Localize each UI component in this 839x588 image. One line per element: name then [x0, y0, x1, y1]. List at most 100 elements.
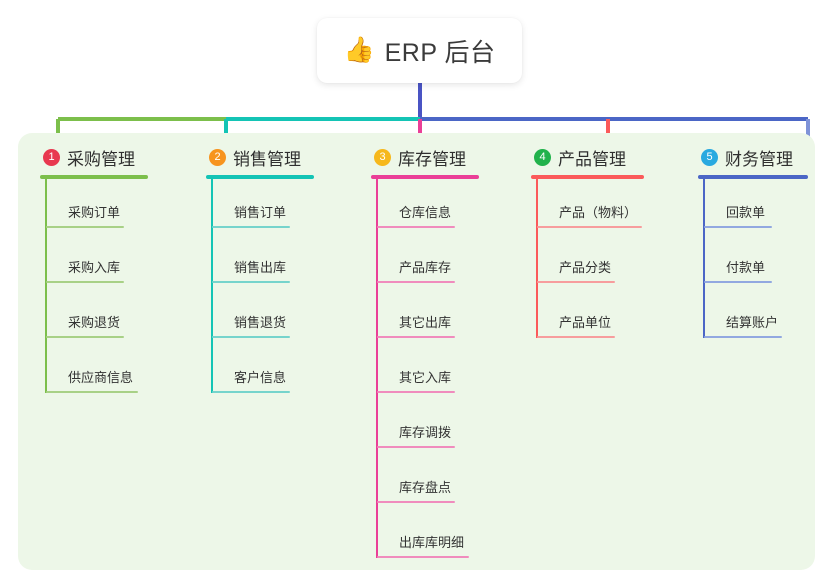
leaf-item-rule [537, 226, 642, 228]
branch-items-5: 回款单付款单结算账户 [698, 179, 808, 344]
leaf-item-label: 供应商信息 [68, 370, 134, 385]
leaf-item[interactable]: 采购退货 [40, 289, 148, 344]
branch-header-2[interactable]: 2 销售管理 [206, 145, 314, 169]
leaf-item[interactable]: 销售退货 [206, 289, 314, 344]
leaf-item[interactable]: 采购入库 [40, 234, 148, 289]
leaf-item[interactable]: 付款单 [698, 234, 808, 289]
leaf-item[interactable]: 供应商信息 [40, 344, 148, 399]
branch-header-3[interactable]: 3 库存管理 [371, 145, 479, 169]
branch-column-2: 2 销售管理销售订单销售出库销售退货客户信息 [206, 145, 314, 399]
leaf-item-rule [212, 391, 290, 393]
root-node[interactable]: 👍 ERP 后台 [317, 18, 522, 83]
leaf-item-rule [212, 281, 290, 283]
leaf-item-label: 销售退货 [234, 315, 287, 330]
leaf-item[interactable]: 产品库存 [371, 234, 479, 289]
leaf-item-label: 采购订单 [68, 205, 121, 220]
branch-badge-4: 4 [534, 148, 551, 166]
leaf-item[interactable]: 销售订单 [206, 179, 314, 234]
branch-rule-4 [531, 175, 644, 179]
branch-items-2: 销售订单销售出库销售退货客户信息 [206, 179, 314, 399]
leaf-item-rule [377, 446, 455, 448]
leaf-item[interactable]: 出库库明细 [371, 509, 479, 564]
leaf-item[interactable]: 产品单位 [531, 289, 644, 344]
leaf-item-label: 其它出库 [399, 315, 452, 330]
branch-header-4[interactable]: 4 产品管理 [531, 145, 644, 169]
leaf-item-rule [377, 501, 455, 503]
leaf-item-rule [704, 336, 782, 338]
leaf-item-label: 付款单 [726, 260, 766, 275]
leaf-item[interactable]: 产品分类 [531, 234, 644, 289]
leaf-item[interactable]: 回款单 [698, 179, 808, 234]
branch-title-3: 库存管理 [398, 149, 466, 169]
branch-badge-1: 1 [43, 148, 60, 166]
branch-column-1: 1 采购管理采购订单采购入库采购退货供应商信息 [40, 145, 148, 399]
branch-spine-1 [45, 179, 47, 393]
leaf-item-rule [704, 281, 772, 283]
branch-badge-5: 5 [701, 148, 718, 166]
leaf-item-rule [377, 281, 455, 283]
leaf-item-rule [704, 226, 772, 228]
branch-badge-3: 3 [374, 148, 391, 166]
leaf-item-rule [212, 336, 290, 338]
leaf-item-rule [46, 281, 124, 283]
leaf-item-rule [212, 226, 290, 228]
leaf-item-label: 仓库信息 [399, 205, 452, 220]
leaf-item-label: 库存调拨 [399, 425, 452, 440]
leaf-item-label: 采购入库 [68, 260, 121, 275]
branch-badge-2: 2 [209, 148, 226, 166]
leaf-item-rule [537, 336, 615, 338]
leaf-item-label: 客户信息 [234, 370, 287, 385]
leaf-item-rule [537, 281, 615, 283]
branch-rule-5 [698, 175, 808, 179]
leaf-item-rule [46, 391, 138, 393]
leaf-item-label: 产品单位 [559, 315, 612, 330]
branch-title-5: 财务管理 [725, 149, 793, 169]
leaf-item[interactable]: 库存调拨 [371, 399, 479, 454]
leaf-item[interactable]: 客户信息 [206, 344, 314, 399]
leaf-item-rule [46, 336, 124, 338]
branch-column-4: 4 产品管理产品（物料） 产品分类产品单位 [531, 145, 644, 344]
branch-items-3: 仓库信息产品库存其它出库其它入库库存调拨库存盘点出库库明细 [371, 179, 479, 564]
leaf-item-label: 回款单 [726, 205, 766, 220]
leaf-item[interactable]: 产品（物料） [531, 179, 644, 234]
leaf-item-label: 出库库明细 [399, 535, 465, 550]
branch-spine-5 [703, 179, 705, 338]
diagram-background-panel [18, 133, 815, 570]
branch-column-3: 3 库存管理仓库信息产品库存其它出库其它入库库存调拨库存盘点出库库明细 [371, 145, 479, 564]
leaf-item[interactable]: 其它入库 [371, 344, 479, 399]
leaf-item-label: 产品库存 [399, 260, 452, 275]
branch-items-4: 产品（物料） 产品分类产品单位 [531, 179, 644, 344]
branch-spine-3 [376, 179, 378, 558]
leaf-item-label: 销售订单 [234, 205, 287, 220]
branch-column-5: 5 财务管理回款单付款单结算账户 [698, 145, 808, 344]
root-node-label: ERP 后台 [384, 38, 496, 67]
leaf-item-rule [377, 391, 455, 393]
branch-header-5[interactable]: 5 财务管理 [698, 145, 808, 169]
branch-title-2: 销售管理 [233, 149, 301, 169]
leaf-item[interactable]: 结算账户 [698, 289, 808, 344]
thumbs-up-icon: 👍 [343, 36, 375, 64]
leaf-item-rule [377, 556, 469, 558]
leaf-item-label: 结算账户 [726, 315, 779, 330]
leaf-item[interactable]: 库存盘点 [371, 454, 479, 509]
branch-header-1[interactable]: 1 采购管理 [40, 145, 148, 169]
leaf-item-label: 其它入库 [399, 370, 452, 385]
leaf-item-label: 产品分类 [559, 260, 612, 275]
leaf-item-rule [46, 226, 124, 228]
branch-title-1: 采购管理 [67, 149, 135, 169]
branch-title-4: 产品管理 [558, 149, 626, 169]
leaf-item[interactable]: 采购订单 [40, 179, 148, 234]
leaf-item-rule [377, 336, 455, 338]
branch-spine-4 [536, 179, 538, 338]
leaf-item[interactable]: 其它出库 [371, 289, 479, 344]
branch-rule-3 [371, 175, 479, 179]
leaf-item[interactable]: 销售出库 [206, 234, 314, 289]
branch-rule-2 [206, 175, 314, 179]
branch-rule-1 [40, 175, 148, 179]
branch-spine-2 [211, 179, 213, 393]
leaf-item-label: 库存盘点 [399, 480, 452, 495]
leaf-item-label: 采购退货 [68, 315, 121, 330]
leaf-item-label: 销售出库 [234, 260, 287, 275]
leaf-item[interactable]: 仓库信息 [371, 179, 479, 234]
